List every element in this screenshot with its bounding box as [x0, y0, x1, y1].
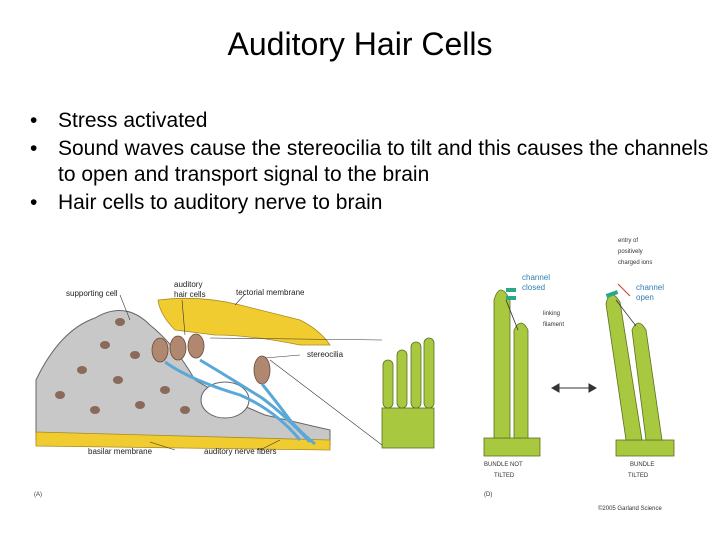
- bundle-tilted: [605, 283, 675, 457]
- bullet-item: Hair cells to auditory nerve to brain: [30, 190, 710, 216]
- organ-of-corti-diagram: supporting cell auditory hair cells tect…: [34, 280, 435, 498]
- label-basilar-membrane: basilar membrane: [88, 447, 153, 456]
- tunnel: [200, 381, 250, 419]
- label-bundle-not-tilted: TILTED: [494, 473, 515, 479]
- figure-credit: ©2005 Garland Science: [598, 505, 662, 512]
- stereocilia-inset: [381, 337, 435, 449]
- bullet-item: Sound waves cause the stereocilia to til…: [30, 136, 710, 188]
- nerve-fibers: [164, 358, 316, 446]
- bullet-item: Stress activated: [30, 108, 710, 134]
- label-bundle-not-tilted: BUNDLE NOT: [484, 462, 523, 468]
- panel-letter: (A): [34, 492, 42, 498]
- label-bundle-tilted: BUNDLE: [630, 462, 654, 468]
- basilar-membrane: [35, 431, 331, 451]
- bullet-list: Stress activated Sound waves cause the s…: [30, 108, 710, 218]
- label-linking-filament: filament: [543, 322, 564, 328]
- label-supporting-cell: supporting cell: [66, 289, 118, 298]
- label-tectorial-membrane: tectorial membrane: [236, 288, 305, 297]
- leader-lines: [119, 293, 383, 451]
- label-linking-filament: linking: [543, 311, 560, 317]
- hair-cell-bodies: [151, 333, 271, 385]
- label-channel-closed: channel: [522, 273, 550, 282]
- tilt-arrow: [550, 383, 598, 393]
- label-channel-open: open: [636, 293, 654, 302]
- cell-nuclei: [55, 318, 190, 414]
- label-entry-ions: charged ions: [618, 260, 652, 266]
- bundle-not-tilted: [483, 288, 541, 457]
- panel-letter: (D): [484, 492, 492, 498]
- label-auditory-hair-cells: hair cells: [174, 290, 206, 299]
- label-auditory-nerve-fibers: auditory nerve fibers: [204, 447, 276, 456]
- label-channel-open: channel: [636, 283, 664, 292]
- label-channel-closed: closed: [522, 283, 545, 292]
- slide-title: Auditory Hair Cells: [227, 26, 493, 62]
- label-bundle-tilted: TILTED: [628, 473, 649, 479]
- label-stereocilia: stereocilia: [307, 350, 344, 359]
- label-entry-ions: positively: [618, 249, 643, 255]
- label-entry-ions: entry of: [618, 238, 638, 244]
- label-auditory-hair-cells: auditory: [174, 280, 202, 289]
- stereocilia-tilt-diagram: entry of positively charged ions channel…: [483, 238, 675, 512]
- tectorial-membrane: [157, 297, 331, 346]
